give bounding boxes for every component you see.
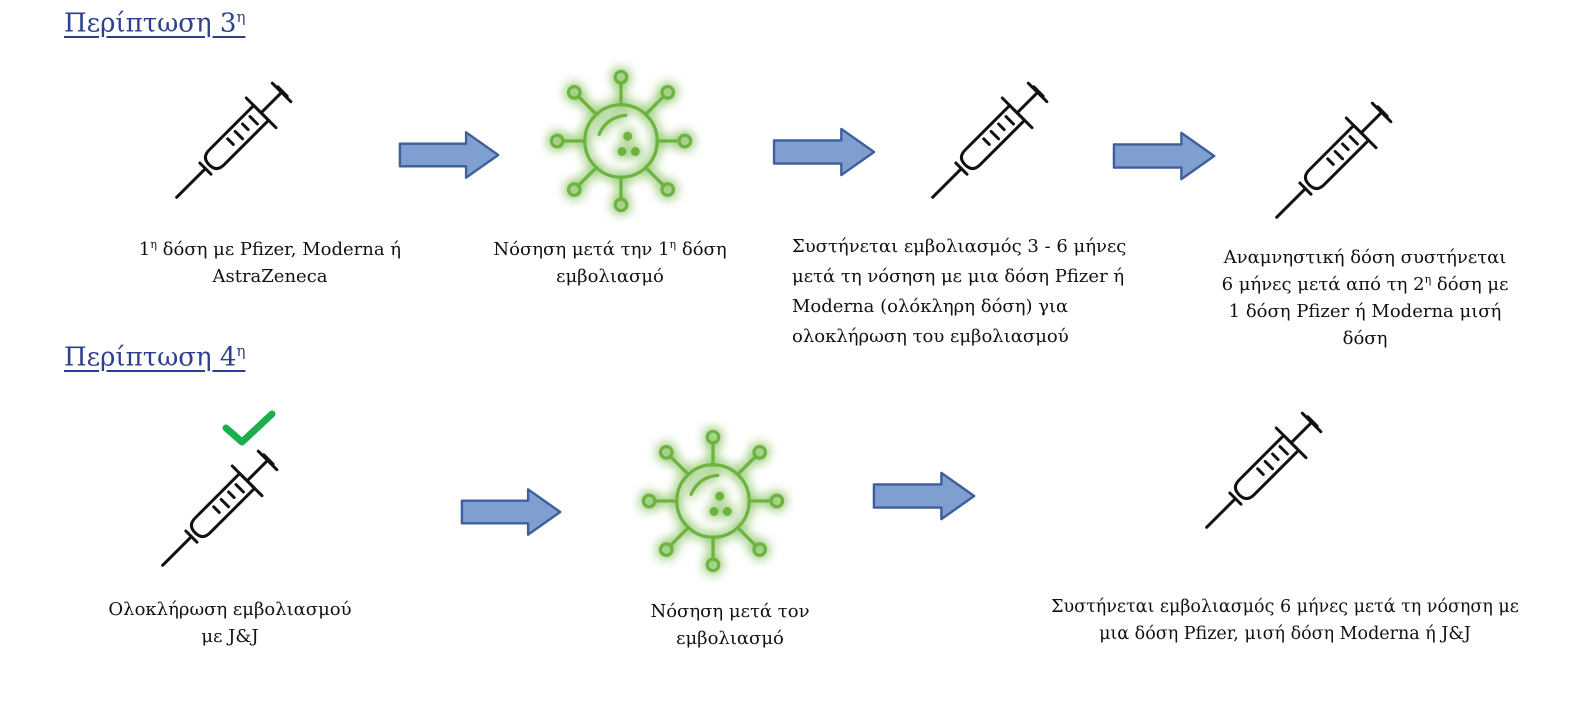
arrow-icon: [398, 130, 502, 180]
case3-heading: Περίπτωση 3η: [64, 8, 246, 39]
case3-step2-label: Νόσηση μετά την 1η δόση εμβολιασμό: [493, 238, 727, 287]
arrow-icon: [872, 470, 978, 522]
case4-step3-label: Συστήνεται εμβολιασμός 6 μήνες μετά τη ν…: [1051, 597, 1519, 644]
case4-heading: Περίπτωση 4η: [64, 342, 246, 373]
arrow-icon: [772, 127, 878, 177]
case4-step2-label: Νόσηση μετά τον εμβολιασμό: [650, 601, 810, 649]
syringe-icon: [1272, 92, 1402, 222]
virus-icon: [540, 60, 702, 222]
syringe-icon: [928, 72, 1058, 202]
arrow-icon: [460, 487, 564, 537]
syringe-icon: [172, 72, 302, 202]
arrow-icon: [1112, 130, 1218, 182]
case3-step3-label: Συστήνεται εμβολιασμός 3 - 6 μήνες μετά …: [792, 236, 1127, 347]
syringe-icon: [1202, 402, 1332, 532]
case3-step1-label: 1η δόση με Pfizer, Moderna ή AstraZeneca: [138, 238, 402, 287]
case4-step1-label: Ολοκλήρωση εμβολιασμού με J&J: [108, 599, 352, 647]
case3-step4-label: Αναμνηστική δόση συστήνεται 6 μήνες μετά…: [1221, 247, 1509, 349]
virus-icon: [632, 420, 794, 582]
checkmark-icon: [222, 410, 276, 446]
syringe-icon: [158, 440, 288, 570]
